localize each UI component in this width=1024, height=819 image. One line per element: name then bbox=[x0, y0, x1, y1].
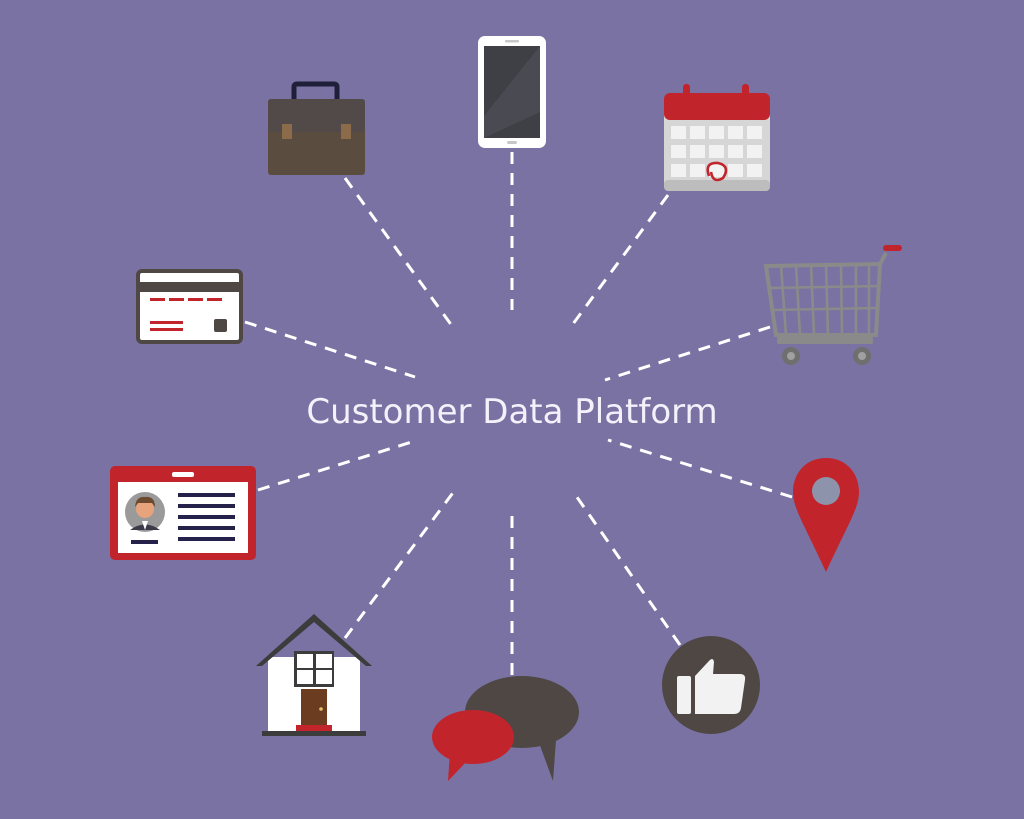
calendar-icon bbox=[664, 84, 770, 191]
house-icon bbox=[256, 614, 372, 736]
smartphone-icon bbox=[478, 36, 546, 148]
thumbs-up-icon bbox=[662, 636, 760, 734]
connector-thumbs-up bbox=[570, 489, 682, 646]
connector-id-badge bbox=[257, 438, 419, 492]
id-badge-icon bbox=[110, 466, 256, 560]
center-title: Customer Data Platform bbox=[306, 392, 717, 432]
credit-card-icon bbox=[136, 269, 243, 344]
shopping-cart-icon bbox=[763, 245, 902, 365]
connectors bbox=[244, 152, 793, 675]
connector-calendar bbox=[568, 194, 670, 329]
briefcase-icon bbox=[268, 81, 365, 175]
connector-credit-card bbox=[244, 320, 416, 379]
chat-bubbles-icon bbox=[432, 676, 579, 781]
connector-briefcase bbox=[343, 177, 457, 331]
connector-location-pin bbox=[607, 438, 793, 499]
connector-shopping-cart bbox=[604, 325, 771, 382]
connector-house bbox=[343, 489, 457, 639]
location-pin-icon bbox=[793, 458, 859, 572]
